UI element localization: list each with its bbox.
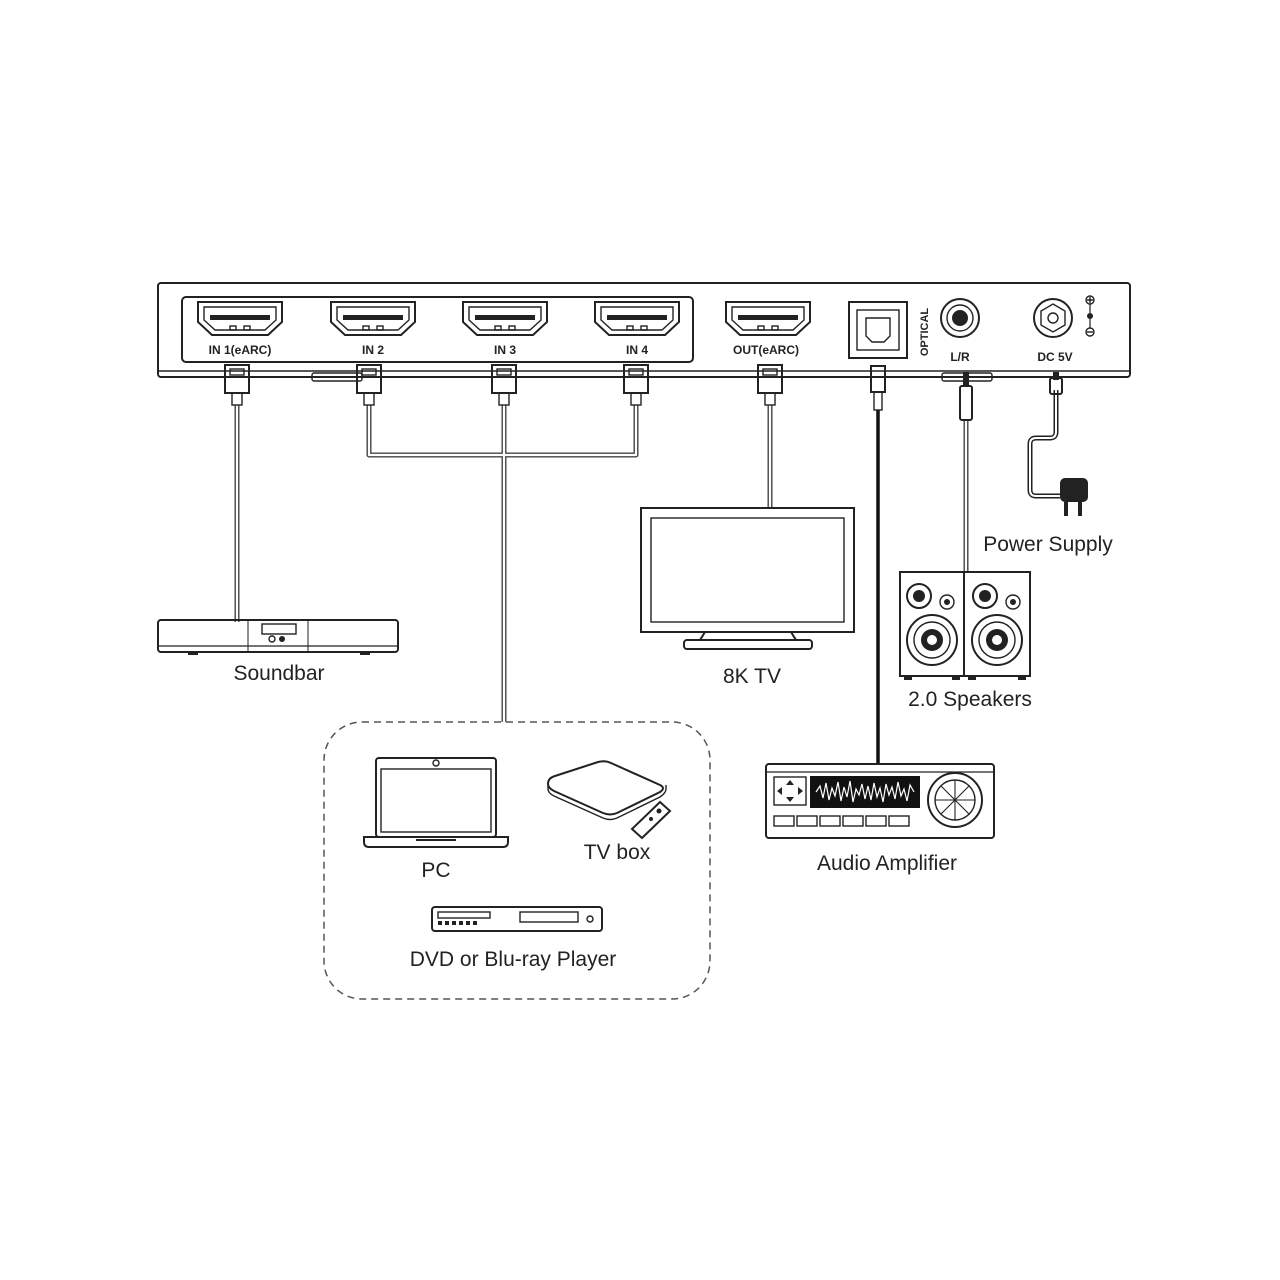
port-label-in1: IN 1(eARC) bbox=[209, 343, 272, 357]
amplifier-label: Audio Amplifier bbox=[817, 852, 957, 875]
tv-label: 8K TV bbox=[723, 665, 781, 688]
audio-jack-icon bbox=[940, 298, 980, 338]
audio-connector bbox=[959, 372, 973, 421]
tv-box-label: TV box bbox=[584, 841, 651, 864]
input-panel bbox=[181, 296, 694, 363]
pc-label: PC bbox=[421, 859, 450, 882]
port-label-lr: L/R bbox=[950, 350, 970, 364]
soundbar-label: Soundbar bbox=[233, 662, 324, 685]
soundbar[interactable]: Soundbar bbox=[157, 619, 399, 685]
hdmi-port-in1[interactable]: IN 1(eARC) bbox=[197, 301, 283, 357]
port-label-in4: IN 4 bbox=[626, 343, 648, 357]
port-label-out: OUT(eARC) bbox=[733, 343, 799, 357]
polarity-icon bbox=[1085, 295, 1095, 337]
dc-connector bbox=[1049, 372, 1063, 395]
device-body bbox=[157, 282, 1131, 378]
port-label-in2: IN 2 bbox=[362, 343, 384, 357]
hdmi-port-icon bbox=[197, 301, 283, 336]
cables bbox=[234, 390, 1060, 765]
audio-jack-port[interactable]: L/R bbox=[940, 298, 980, 364]
dc-port[interactable]: DC 5V bbox=[1033, 295, 1095, 364]
tv-icon bbox=[640, 507, 855, 650]
optical-port-icon bbox=[848, 301, 908, 359]
dc-jack-icon bbox=[1033, 298, 1073, 338]
dvd-player-icon bbox=[431, 906, 603, 932]
remote-icon bbox=[630, 800, 672, 840]
hdmi-connectors bbox=[224, 364, 783, 406]
player-label: DVD or Blu-ray Player bbox=[410, 948, 617, 971]
hdmi-port-in4[interactable]: IN 4 bbox=[594, 301, 680, 357]
hdmi-port-in3[interactable]: IN 3 bbox=[462, 301, 548, 357]
amplifier-icon bbox=[765, 763, 995, 839]
soundbar-icon bbox=[157, 619, 399, 655]
audio-amplifier[interactable]: Audio Amplifier bbox=[765, 763, 995, 875]
port-label-in3: IN 3 bbox=[494, 343, 516, 357]
source-devices-group: PC TV box DVD or Blu-ray bbox=[323, 721, 711, 1000]
hdmi-switch bbox=[157, 282, 1131, 382]
port-label-dc: DC 5V bbox=[1037, 350, 1072, 364]
hdmi-port-icon bbox=[462, 301, 548, 336]
hdmi-port-icon bbox=[594, 301, 680, 336]
optical-connector bbox=[870, 365, 886, 411]
laptop-icon bbox=[363, 757, 509, 848]
power-supply[interactable]: Power Supply bbox=[983, 478, 1113, 556]
hdmi-port-in2[interactable]: IN 2 bbox=[330, 301, 416, 357]
tv-box[interactable]: TV box bbox=[546, 760, 672, 864]
hdmi-port-out[interactable]: OUT(eARC) bbox=[725, 301, 811, 357]
power-supply-label: Power Supply bbox=[983, 533, 1113, 556]
pc[interactable]: PC bbox=[363, 757, 509, 882]
speakers-label: 2.0 Speakers bbox=[908, 688, 1032, 711]
tv[interactable]: 8K TV bbox=[640, 507, 855, 688]
tv-box-icon bbox=[546, 760, 667, 821]
dvd-player[interactable]: DVD or Blu-ray Player bbox=[410, 906, 617, 971]
speakers-icon bbox=[899, 571, 1031, 680]
optical-port[interactable]: OPTICAL bbox=[848, 301, 931, 359]
speakers[interactable]: 2.0 Speakers bbox=[899, 571, 1032, 711]
hdmi-port-icon bbox=[725, 301, 811, 336]
hdmi-port-icon bbox=[330, 301, 416, 336]
port-label-optical: OPTICAL bbox=[919, 308, 931, 357]
source-group-frame bbox=[323, 721, 711, 1000]
power-adapter-icon bbox=[1060, 478, 1088, 516]
